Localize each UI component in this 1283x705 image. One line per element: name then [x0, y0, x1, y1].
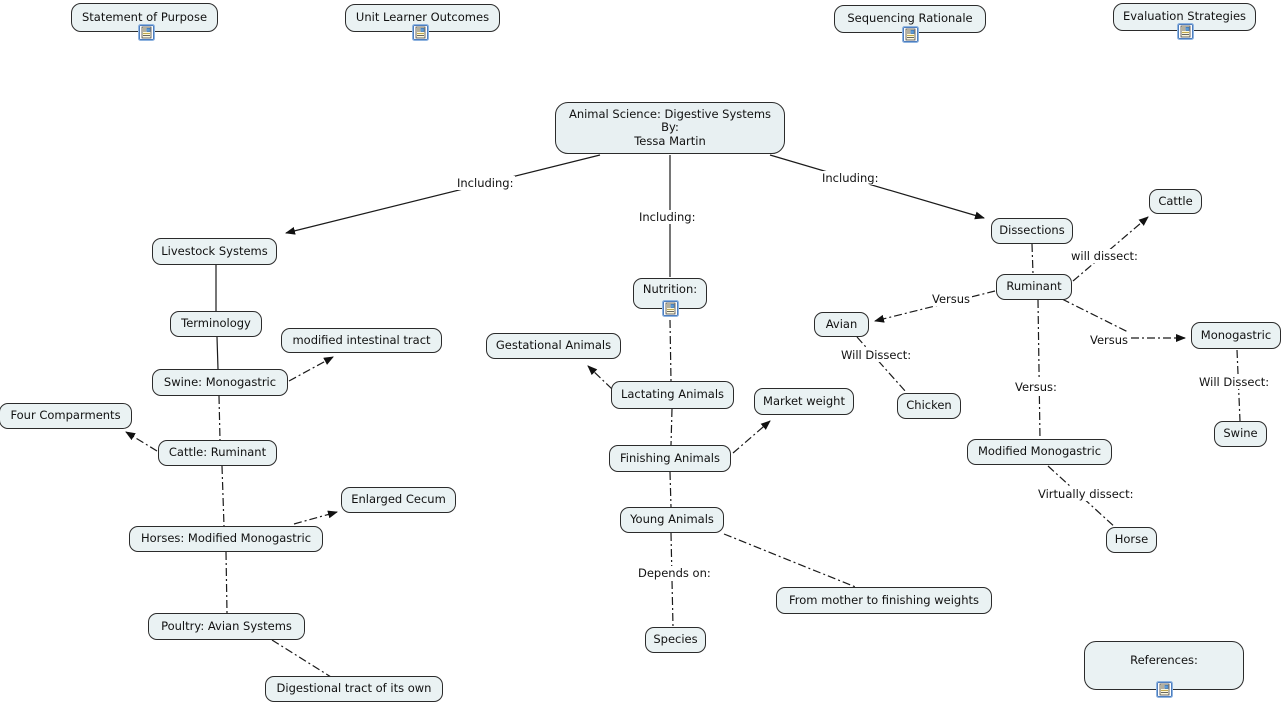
link-label-versus-avian[interactable]: Versus [930, 292, 973, 306]
node-map-title[interactable]: Animal Science: Digestive Systems By: Te… [555, 102, 785, 154]
node-modified-intestinal-tract[interactable]: modified intestinal tract [281, 328, 442, 353]
node-digestional-tract[interactable]: Digestional tract of its own [265, 676, 443, 702]
link-label-virtually-dissect[interactable]: Virtually dissect: [1036, 487, 1136, 501]
link-line [670, 408, 673, 446]
link-line [769, 154, 985, 220]
link-line [288, 356, 334, 382]
link-line [723, 533, 859, 589]
link-line [125, 431, 158, 452]
link-line [271, 639, 332, 678]
node-young-animals[interactable]: Young Animals [620, 507, 724, 533]
link-label-versus-modified[interactable]: Versus: [1013, 380, 1059, 394]
link-line [1037, 299, 1041, 440]
node-gestational-animals[interactable]: Gestational Animals [486, 333, 621, 359]
resource-icon[interactable] [412, 24, 429, 41]
node-livestock-systems[interactable]: Livestock Systems [152, 238, 277, 265]
link-line [285, 154, 601, 235]
link-label-including-middle[interactable]: Including: [637, 210, 698, 224]
node-horses-modified-monogastric[interactable]: Horses: Modified Monogastric [129, 526, 323, 552]
node-swine-monogastric[interactable]: Swine: Monogastric [152, 369, 288, 396]
link-line [225, 551, 228, 614]
resource-icon[interactable] [662, 300, 679, 317]
link-label-including-left[interactable]: Including: [455, 176, 516, 190]
node-cattle-ruminant[interactable]: Cattle: Ruminant [158, 440, 277, 466]
node-terminology[interactable]: Terminology [170, 311, 262, 337]
link-label-depends-on[interactable]: Depends on: [636, 566, 713, 580]
link-line [732, 420, 771, 454]
node-market-weight[interactable]: Market weight [754, 388, 854, 415]
link-line [1061, 298, 1129, 333]
node-sequencing-rationale[interactable]: Sequencing Rationale [834, 5, 986, 33]
resource-icon[interactable] [1177, 23, 1194, 40]
node-horse[interactable]: Horse [1106, 527, 1157, 553]
resource-icon[interactable] [1156, 681, 1173, 698]
link-label-will-dissect-cattle[interactable]: will dissect: [1069, 249, 1140, 263]
node-swine[interactable]: Swine [1214, 421, 1267, 447]
link-line [856, 336, 907, 393]
link-label-will-dissect-chicken[interactable]: Will Dissect: [839, 348, 914, 362]
map-title-line1: Animal Science: Digestive Systems [568, 107, 772, 122]
link-line [1047, 465, 1117, 529]
link-line [587, 365, 613, 390]
link-line [1031, 243, 1034, 275]
link-line [874, 290, 996, 323]
node-modified-monogastric[interactable]: Modified Monogastric [967, 439, 1112, 465]
map-title-line2: By: [661, 120, 679, 135]
link-line [216, 336, 219, 370]
node-monogastric[interactable]: Monogastric [1191, 322, 1281, 349]
node-dissections[interactable]: Dissections [991, 218, 1073, 244]
node-cattle[interactable]: Cattle [1149, 189, 1202, 214]
node-ruminant[interactable]: Ruminant [996, 274, 1072, 300]
link-line [670, 532, 674, 628]
node-from-mother-to-finishing-weights[interactable]: From mother to finishing weights [776, 587, 992, 614]
node-four-comparments[interactable]: Four Comparments [0, 403, 132, 429]
link-line [669, 471, 672, 508]
link-line [218, 395, 221, 441]
node-avian[interactable]: Avian [814, 312, 869, 337]
map-title-line3: Tessa Martin [634, 133, 706, 148]
node-finishing-animals[interactable]: Finishing Animals [609, 445, 731, 472]
node-lactating-animals[interactable]: Lactating Animals [611, 381, 734, 409]
resource-icon[interactable] [902, 26, 919, 43]
link-line [221, 465, 225, 527]
resource-icon[interactable] [138, 24, 155, 41]
node-species[interactable]: Species [645, 627, 706, 653]
link-line [293, 510, 338, 525]
node-enlarged-cecum[interactable]: Enlarged Cecum [341, 487, 456, 513]
link-label-versus-monogastric[interactable]: Versus [1088, 333, 1131, 347]
link-line [669, 319, 672, 382]
link-label-will-dissect-swine[interactable]: Will Dissect: [1197, 375, 1272, 389]
node-unit-learner-outcomes[interactable]: Unit Learner Outcomes [345, 4, 500, 32]
node-poultry-avian-systems[interactable]: Poultry: Avian Systems [148, 613, 305, 640]
link-label-including-right[interactable]: Including: [820, 171, 881, 185]
node-chicken[interactable]: Chicken [897, 393, 961, 419]
